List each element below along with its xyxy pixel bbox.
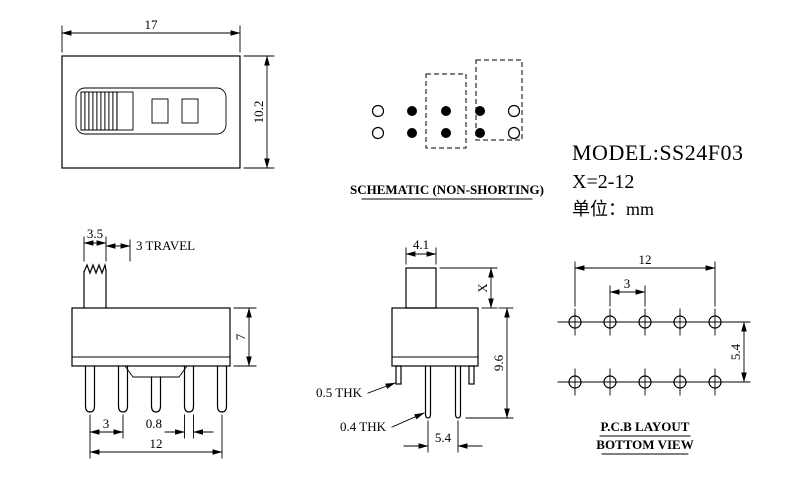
front-center-boss — [124, 365, 188, 378]
pcb-hole — [638, 315, 652, 329]
side-height-dim: 9.6 — [491, 354, 506, 371]
schematic-contact-dot — [441, 106, 451, 116]
terminal-pin — [150, 376, 162, 413]
side-knob-height-dim: X — [475, 283, 490, 293]
pcb-row-span-dim: 5.4 — [728, 343, 743, 360]
top-view: 17 10.2 — [61, 17, 275, 169]
pcb-layout-view: 12 3 5.4 P.C.B LAYOUT BOTTOM VIEW — [557, 252, 751, 455]
side-knob-outline — [405, 267, 437, 309]
title-block: MODEL:SS24F03 X=2-12 单位：mm — [572, 140, 744, 219]
pcb-hole — [673, 375, 687, 389]
top-view-height-dim: 10.2 — [251, 101, 266, 124]
unit-label: 单位：mm — [572, 199, 654, 219]
side-pin-thickness-label: 0.4 THK — [340, 419, 387, 434]
front-travel-dim: 3 TRAVEL — [136, 238, 195, 253]
terminal-pin — [117, 365, 129, 413]
schematic-contact-dot — [475, 128, 485, 138]
front-overall-width-dim: 12 — [150, 436, 163, 451]
pcb-caption-line1: P.C.B LAYOUT — [601, 419, 690, 434]
schematic-slider-box — [475, 59, 523, 141]
pcb-hole — [568, 375, 582, 389]
schematic-contact-dot — [475, 106, 485, 116]
terminal-pin — [216, 365, 228, 413]
pcb-hole — [603, 375, 617, 389]
top-view-body-outline — [61, 55, 241, 169]
pcb-hole — [673, 315, 687, 329]
pcb-hole — [603, 315, 617, 329]
pcb-holes-bottom-row — [568, 368, 722, 396]
front-body-outline — [71, 307, 231, 367]
schematic-view: SCHEMATIC (NON-SHORTING) — [350, 59, 544, 200]
side-body-outline — [391, 307, 479, 367]
schematic-terminal-open — [371, 104, 385, 118]
top-view-slider-knob-hatched — [80, 91, 118, 131]
front-body-height-dim: 7 — [233, 333, 248, 340]
terminal-pin — [183, 365, 195, 413]
pcb-hole — [708, 375, 722, 389]
side-knob-width-dim: 4.1 — [413, 237, 429, 252]
schematic-contact-dot — [441, 128, 451, 138]
side-tab-thickness-label: 0.5 THK — [316, 385, 363, 400]
top-view-contact-window — [181, 98, 199, 124]
front-knob-knurl — [83, 262, 107, 275]
pcb-overall-dim: 12 — [639, 252, 652, 267]
top-view-slider-knob-end — [116, 91, 134, 131]
pcb-hole — [708, 315, 722, 329]
terminal-pin-side — [424, 365, 432, 419]
top-view-slot-outline — [75, 87, 227, 135]
top-view-width-dim: 17 — [145, 17, 159, 32]
pcb-pitch-dim: 3 — [624, 276, 631, 291]
pcb-caption-line2: BOTTOM VIEW — [596, 437, 693, 452]
pcb-holes-top-row — [568, 308, 722, 336]
terminal-pin-side — [454, 365, 462, 419]
front-pin-pitch-dim: 3 — [103, 416, 110, 431]
leader-line — [367, 382, 396, 394]
side-pin-span-dim: 5.4 — [435, 430, 452, 445]
schematic-contact-dot — [407, 128, 417, 138]
pcb-hole — [638, 375, 652, 389]
pcb-hole — [568, 315, 582, 329]
model-number: MODEL:SS24F03 — [572, 140, 744, 165]
schematic-slider-box — [425, 73, 467, 149]
leader-line — [391, 412, 425, 428]
front-pin-width-dim: 0.8 — [146, 416, 162, 431]
top-view-contact-window — [151, 98, 169, 124]
front-view: 3.5 3 TRAVEL 7 3 0.8 12 — [71, 226, 257, 459]
front-knob-width-dim: 3.5 — [87, 226, 103, 241]
schematic-terminal-open — [507, 104, 521, 118]
x-dimension-spec: X=2-12 — [572, 171, 634, 193]
schematic-caption: SCHEMATIC (NON-SHORTING) — [350, 182, 544, 197]
side-view: 4.1 X 9.6 0.5 THK 0.4 THK 5.4 — [316, 237, 514, 453]
side-mounting-tab — [468, 365, 475, 385]
terminal-pin — [84, 365, 96, 413]
schematic-terminal-open — [507, 126, 521, 140]
schematic-terminal-open — [371, 126, 385, 140]
schematic-contact-dot — [407, 106, 417, 116]
side-mounting-tab — [395, 365, 402, 385]
